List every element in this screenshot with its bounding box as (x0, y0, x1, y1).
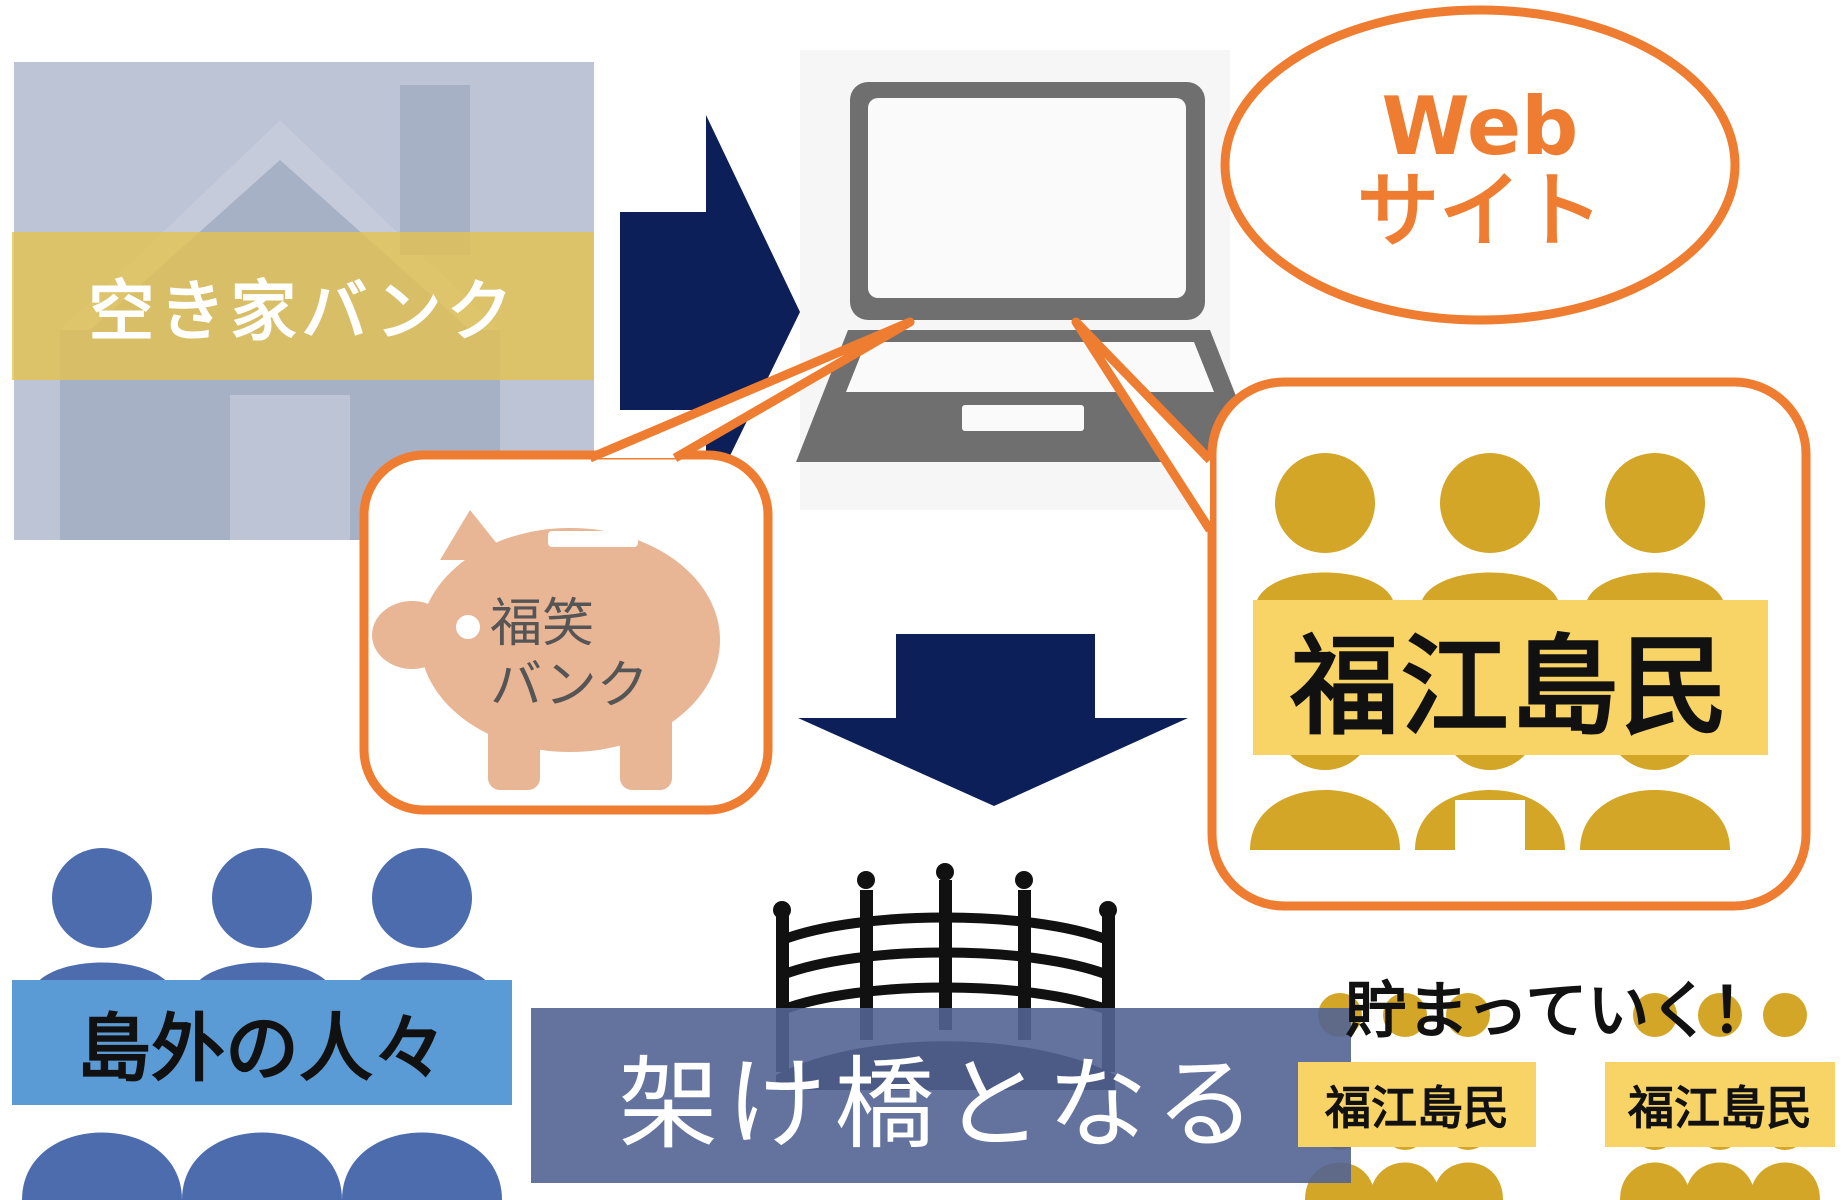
accumulate-label: 貯まっていく！ (1345, 960, 1843, 1050)
fukue-islanders-label: 福江島民 (1253, 600, 1768, 755)
become-bridge-text: 架け橋となる (618, 1046, 1264, 1163)
web-site-label: Web サイト (1250, 70, 1710, 270)
web-site-line2: サイト (1356, 163, 1603, 259)
outside-people-text: 島外の人々 (77, 1006, 447, 1092)
akiya-bank-label: 空き家バンク (12, 232, 594, 380)
outside-people-label: 島外の人々 (12, 980, 512, 1105)
fukue-small-label-2: 福江島民 (1605, 1062, 1835, 1147)
akiya-bank-text: 空き家バンク (88, 273, 518, 350)
piggy-bank-icon (372, 510, 720, 790)
fukuwarai-bank-line2: バンク (490, 656, 649, 716)
laptop-icon (796, 50, 1262, 510)
arrow-down-icon (798, 634, 1188, 806)
web-site-bubble (1220, 5, 1740, 325)
fukue-small-label-1: 福江島民 (1298, 1062, 1536, 1147)
fukuwarai-bank-label: 福笑 バンク (490, 585, 680, 725)
arrow-right-icon (620, 115, 800, 505)
accumulate-text: 貯まっていく！ (1345, 974, 1774, 1047)
become-bridge-label: 架け橋となる (531, 1008, 1351, 1183)
fukue-islanders-text: 福江島民 (1290, 624, 1731, 750)
fukue-small-text-1: 福江島民 (1325, 1080, 1509, 1135)
fukue-small-text-2: 福江島民 (1628, 1080, 1812, 1135)
apron-detail (1455, 800, 1525, 850)
fukuwarai-bank-line1: 福笑 (490, 593, 595, 654)
web-site-line1: Web (1381, 79, 1579, 173)
